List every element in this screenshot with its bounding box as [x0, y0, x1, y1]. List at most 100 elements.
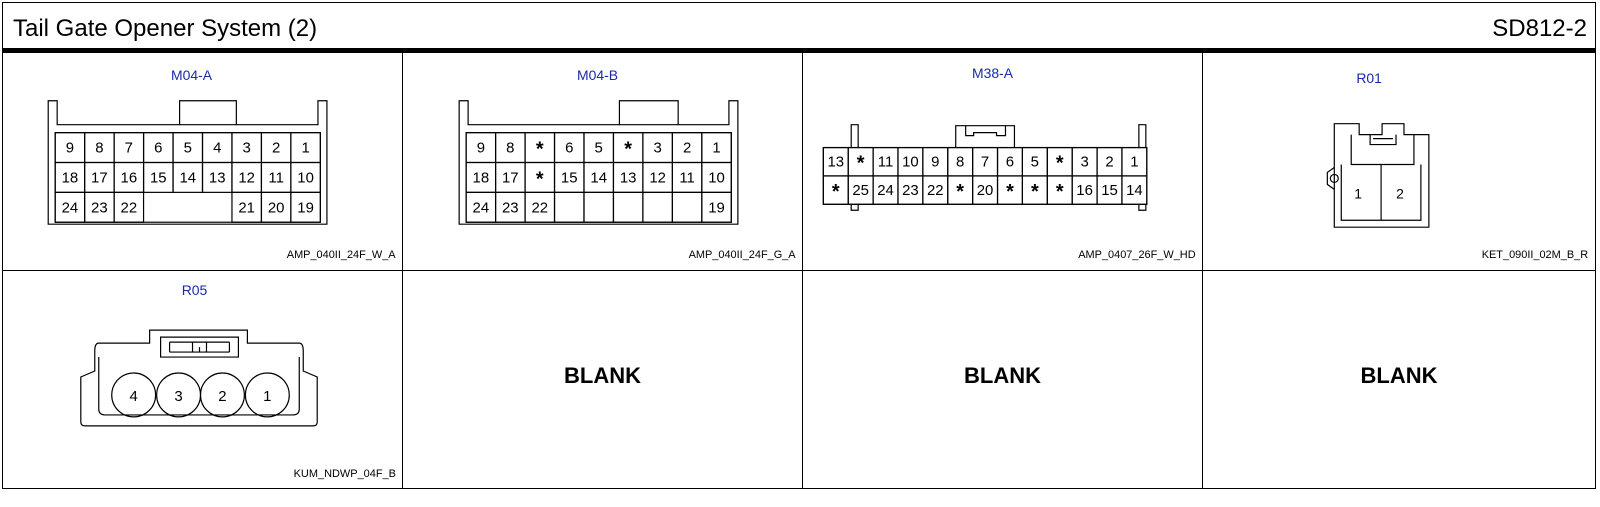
- pin-unused-mark: *: [624, 139, 632, 161]
- pin-number: 24: [473, 199, 490, 216]
- pin-unused-mark: *: [1006, 181, 1014, 203]
- header-divider: [2, 48, 1596, 53]
- pin-number: 14: [179, 169, 196, 186]
- connector-r05-drawing: R05 4 3 2 1 KUM_NDWP_04F_B: [80, 282, 396, 480]
- pin-cell: [671, 191, 703, 223]
- pin-number: 25: [852, 182, 869, 199]
- pin-number: 9: [477, 140, 485, 157]
- m38-a-housing: [850, 124, 1147, 211]
- pin-unused-mark: *: [536, 139, 544, 161]
- pin-number: 14: [590, 169, 607, 186]
- pin-number: 13: [209, 169, 226, 186]
- pin-number: 16: [1076, 182, 1093, 199]
- pin-number: 15: [150, 169, 167, 186]
- r05-housing: [80, 329, 318, 427]
- pin-number: 19: [708, 199, 725, 216]
- pin-cell: [612, 191, 644, 223]
- page-code: SD812-2: [1492, 15, 1587, 42]
- connector-r01-cell: R01 1 2 KET_090II_02M_B_R: [1203, 53, 1595, 271]
- pin-number: 16: [121, 169, 138, 186]
- pin-grid-frame: [822, 146, 1148, 205]
- connector-name: M04-B: [577, 67, 618, 83]
- r01-pin-2: 2: [1396, 185, 1404, 201]
- pin-number: 5: [184, 140, 192, 157]
- pin-number: 6: [154, 140, 162, 157]
- m04-a-housing: [47, 100, 328, 225]
- connector-name: M38-A: [972, 65, 1014, 81]
- pin-number: 7: [125, 140, 133, 157]
- connector-code: AMP_040II_24F_W_A: [287, 249, 397, 261]
- pin-number: 18: [473, 169, 490, 186]
- pin-number: 8: [506, 140, 514, 157]
- pin-number: 17: [91, 169, 108, 186]
- pin-number: 8: [956, 154, 964, 171]
- pin-number: 3: [1080, 154, 1088, 171]
- r05-pin-1: 1: [263, 388, 271, 405]
- pin-unused-mark: *: [857, 153, 865, 175]
- connector-code: KET_090II_02M_B_R: [1482, 249, 1589, 261]
- pin-number: 3: [653, 140, 661, 157]
- pin-number: 24: [877, 182, 894, 199]
- pin-number: 24: [62, 199, 79, 216]
- pin-number: 12: [649, 169, 666, 186]
- pin-unused-mark: *: [956, 181, 964, 203]
- r01-pin-1: 1: [1354, 185, 1362, 201]
- r01-housing: [1326, 123, 1430, 228]
- connector-code: KUM_NDWP_04F_B: [294, 468, 396, 480]
- blank-label: BLANK: [1360, 363, 1438, 388]
- connector-r05-cell: R05 4 3 2 1 KUM_NDWP_04F_B: [3, 271, 403, 488]
- pin-cell: [642, 191, 673, 223]
- connector-r01-drawing: R01 1 2 KET_090II_02M_B_R: [1326, 70, 1589, 261]
- pin-number: 13: [620, 169, 637, 186]
- pin-number: 10: [708, 169, 725, 186]
- pin-number: 22: [121, 199, 138, 216]
- connector-name: M04-A: [171, 67, 213, 83]
- pin-number: 2: [1105, 154, 1113, 171]
- r05-pin-2: 2: [218, 388, 226, 405]
- pin-number: 6: [1006, 154, 1014, 171]
- pin-number: 11: [268, 169, 284, 186]
- connector-code: AMP_040II_24F_G_A: [689, 249, 797, 261]
- pin-number: 23: [91, 199, 108, 216]
- pin-grid-frame: [465, 132, 732, 223]
- pin-number: 17: [502, 169, 519, 186]
- pin-number: 23: [502, 199, 519, 216]
- pin-number: 19: [297, 199, 314, 216]
- pin-number: 1: [712, 140, 720, 157]
- blank-cell-2: BLANK: [803, 271, 1203, 488]
- pin-number: 11: [679, 169, 695, 186]
- pin-number: 7: [981, 154, 989, 171]
- pin-number: 22: [531, 199, 548, 216]
- pin-unused-mark: *: [536, 168, 544, 190]
- connector-name: R05: [182, 282, 208, 298]
- pin-number: 4: [213, 140, 221, 157]
- pin-number: 20: [977, 182, 994, 199]
- pin-number: 21: [238, 199, 255, 216]
- blank-cell-1: BLANK: [403, 271, 803, 488]
- pin-number: 22: [927, 182, 944, 199]
- pin-number: 1: [1130, 154, 1138, 171]
- r05-pin-4: 4: [130, 388, 138, 405]
- pin-number: 2: [683, 140, 691, 157]
- diagram-header: Tail Gate Opener System (2) SD812-2: [2, 2, 1596, 48]
- pin-number: 10: [297, 169, 314, 186]
- pin-number: 5: [595, 140, 603, 157]
- pin-number: 6: [565, 140, 573, 157]
- connector-name: R01: [1356, 70, 1382, 86]
- pin-unused-mark: *: [1056, 153, 1064, 175]
- pin-number: 2: [272, 140, 280, 157]
- pin-number: 10: [902, 154, 919, 171]
- pin-number: 11: [878, 154, 894, 171]
- pin-cell: [583, 191, 615, 223]
- pin-number: 14: [1126, 182, 1143, 199]
- pin-number: 23: [902, 182, 919, 199]
- blank-cell-3: BLANK: [1203, 271, 1595, 488]
- r05-pin-3: 3: [174, 388, 182, 405]
